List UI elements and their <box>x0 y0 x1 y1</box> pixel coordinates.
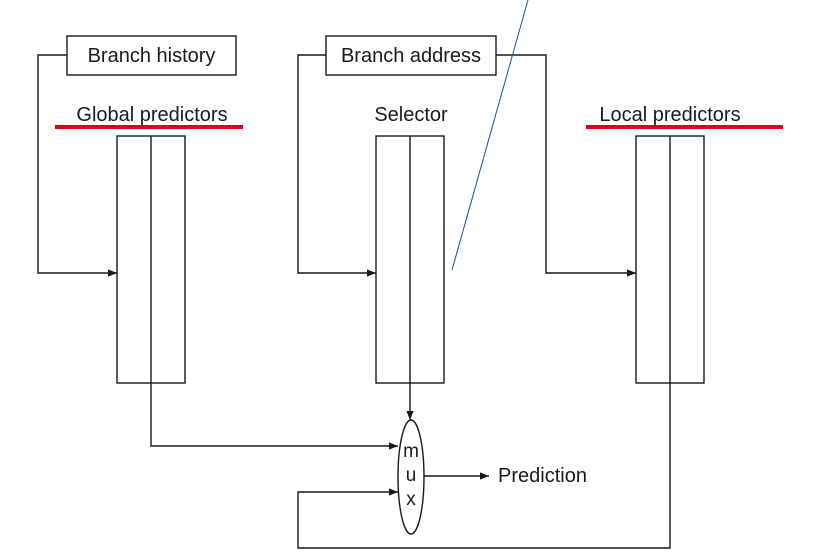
mux-letter-x: x <box>406 489 416 510</box>
mux-letter-u: u <box>406 465 417 486</box>
address-to-local-wire <box>496 54 636 277</box>
history-to-global-wire <box>37 54 117 277</box>
global-predictors-table <box>116 135 186 384</box>
branch-address-box <box>325 35 497 76</box>
global-predictors-label: Global predictors <box>76 104 227 126</box>
prediction-label: Prediction <box>498 465 587 487</box>
address-to-selector-wire <box>297 54 376 277</box>
selector-table <box>375 135 445 384</box>
branch-history-box <box>66 35 237 76</box>
local-predictors-label: Local predictors <box>599 104 740 126</box>
branch-history-label: Branch history <box>88 45 216 67</box>
global-to-mux-wire <box>150 383 398 450</box>
local-predictors-table <box>635 135 705 384</box>
local-to-mux-wire <box>297 383 671 549</box>
annotation-pointer-line <box>451 0 529 271</box>
branch-address-label: Branch address <box>341 45 481 67</box>
selector-label: Selector <box>374 104 448 126</box>
mux: m u x <box>397 419 425 535</box>
mux-letter-m: m <box>403 441 419 462</box>
